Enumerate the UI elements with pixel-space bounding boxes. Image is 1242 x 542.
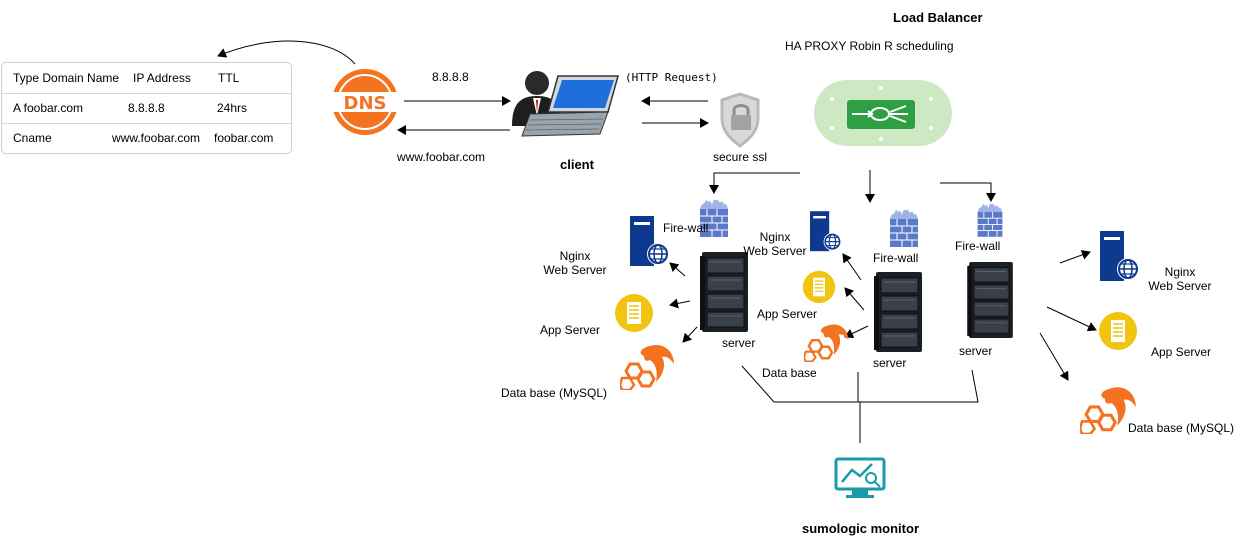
server-icon-1 [700,252,749,332]
header-ttl: TTL [218,71,240,85]
cell-ttl: 24hrs [217,101,248,115]
cell-type: Cname [13,131,52,145]
firewall-label-2: Fire-wall [873,251,919,265]
server-2-to-db-arrow [844,325,869,339]
database-label-3: Data base (MySQL) [1128,421,1235,435]
app-server-label-3: App Server [1151,345,1212,359]
web-server-icon-2 [810,211,842,253]
server-label-2: server [873,356,907,370]
dns-domain-label: www.foobar.com [397,150,486,164]
load-balancer-title: Load Balancer [893,10,983,25]
app-server-icon-3 [1098,311,1138,351]
monitor-chart-icon [834,457,886,498]
app-server-icon-1 [614,293,654,333]
lb-to-cluster-3-arrow [940,182,996,202]
mysql-icon-1 [620,343,676,390]
server-icon-2 [874,271,923,353]
firewall-icon-3 [977,202,1003,238]
cell-ip: 8.8.8.8 [128,101,165,115]
server-2-to-web-arrow [842,253,862,281]
app-server-label-1: App Server [540,323,601,337]
server-1-to-db-arrow [682,326,698,343]
user-laptop-icon [512,71,619,137]
header-type: Type Domain Name [13,71,120,85]
load-balancer-subtitle: HA PROXY Robin R scheduling [785,39,954,53]
app-server-label-2: App Server [757,307,818,321]
cell-type: A foobar.com [13,101,84,115]
server-label-3: server [959,344,993,358]
http-request-label: (HTTP Request) [625,71,718,84]
dns-to-table-arrow [217,40,356,65]
server-3-to-web-arrow [1059,250,1091,264]
client-label: client [560,157,594,172]
database-label-1: Data base (MySQL) [501,386,608,400]
dns-ip-label: 8.8.8.8 [432,70,469,84]
server-1-to-app-arrow [669,298,691,309]
server-2-to-app-arrow [844,287,865,311]
server-1-to-web-arrow [669,262,686,277]
svg-text:DNS: DNS [344,93,387,114]
table-header-row: Type Domain Name IP Address TTL [2,63,291,94]
server-icon-3 [966,262,1014,338]
web-server-label-1: Nginx Web Server [543,249,607,277]
dns-records-table: Type Domain Name IP Address TTL A foobar… [1,62,292,154]
load-balancer-icon [814,80,952,146]
web-server-label-3: Nginx Web Server [1148,265,1212,293]
cell-ttl: foobar.com [214,131,274,145]
server-label-1: server [722,336,756,350]
mysql-icon-2 [804,323,850,362]
app-server-icon-2 [802,270,836,304]
server-3-to-db-arrow [1039,332,1069,381]
cell-ip: www.foobar.com [112,131,201,145]
table-row: A foobar.com 8.8.8.8 24hrs [2,93,291,124]
firewall-icon-2 [889,208,919,248]
web-server-label-2: Nginx Web Server [743,230,807,258]
header-ip: IP Address [133,71,191,85]
shield-lock-icon [720,92,760,148]
web-server-icon-3 [1100,231,1140,282]
monitor-label: sumologic monitor [802,521,919,536]
dns-icon: DNS [330,69,400,135]
firewall-label-1: Fire-wall [663,221,709,235]
ssl-label: secure ssl [713,150,768,164]
lb-to-cluster-1-arrow [709,172,800,194]
firewall-label-3: Fire-wall [955,239,1001,253]
table-row: Cname www.foobar.com foobar.com [2,123,291,153]
server-3-to-app-arrow [1046,306,1097,332]
database-label-2: Data base [762,366,817,380]
monitor-bus-line [741,365,979,403]
